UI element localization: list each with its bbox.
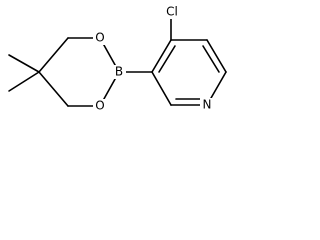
atom-boron: B (115, 65, 123, 79)
bonds-group (8, 18, 227, 107)
bond-c5-methyl-top (8, 54, 40, 73)
atom-chlorine: Cl (166, 5, 178, 19)
bond-c5-ctop (38, 37, 69, 73)
atom-nitrogen: N (203, 98, 212, 112)
bond-c5-methyl-bottom (8, 71, 40, 92)
bond-cbottom-c5 (38, 71, 69, 107)
double-bond-c5p-c6-inner (202, 45, 220, 73)
atom-oxygen-bottom: O (95, 99, 104, 113)
chemical-structure-diagram: O B O Cl N (8, 5, 227, 113)
bond-c3-c4 (151, 39, 172, 73)
double-bond-c3-c4-inner (158, 45, 176, 73)
atom-oxygen-top: O (95, 31, 104, 45)
atom-labels-group: O B O Cl N (93, 5, 214, 113)
bond-c2-c3 (151, 71, 172, 106)
bond-c5p-c6 (206, 39, 227, 73)
structure-canvas: O B O Cl N (0, 0, 237, 121)
